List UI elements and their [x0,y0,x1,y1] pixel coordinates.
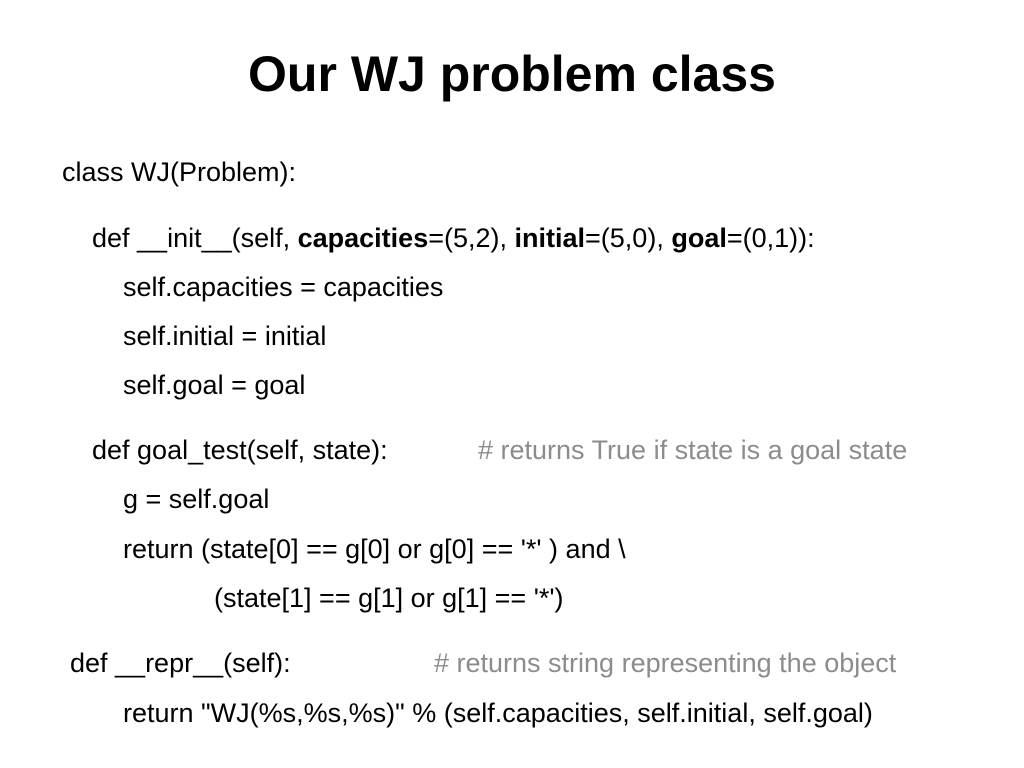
slide-title: Our WJ problem class [248,46,776,102]
goal-test-body-line: (state[1] == g[1] or g[1] == '*') [214,583,564,613]
init-body-line: self.initial = initial [123,321,327,351]
repr-definition-line: def __repr__(self): [70,648,291,678]
param-initial: initial [514,223,586,253]
param-capacities: capacities [297,223,429,253]
param-goal-default: =(0,1)): [726,223,815,253]
init-definition-line: def __init__(self, capacities=(5,2), ini… [92,221,815,255]
goal-test-body-line: return (state[0] == g[0] or g[0] == '*' … [123,534,626,564]
param-goal: goal [671,223,727,253]
repr-comment: # returns string representing the object [434,648,897,678]
param-initial-default: =(5,0), [585,223,672,253]
init-body-line: self.capacities = capacities [123,272,444,302]
param-capacities-default: =(5,2), [428,223,515,253]
class-definition-line: class WJ(Problem): [62,157,297,187]
init-def-prefix: def __init__(self, [92,223,298,253]
goal-test-body-line: g = self.goal [123,484,270,514]
init-body-line: self.goal = goal [123,370,306,400]
goal-test-comment: # returns True if state is a goal state [478,435,908,465]
goal-test-definition-line: def goal_test(self, state): [92,435,388,465]
repr-body-line: return "WJ(%s,%s,%s)" % (self.capacities… [123,698,873,728]
